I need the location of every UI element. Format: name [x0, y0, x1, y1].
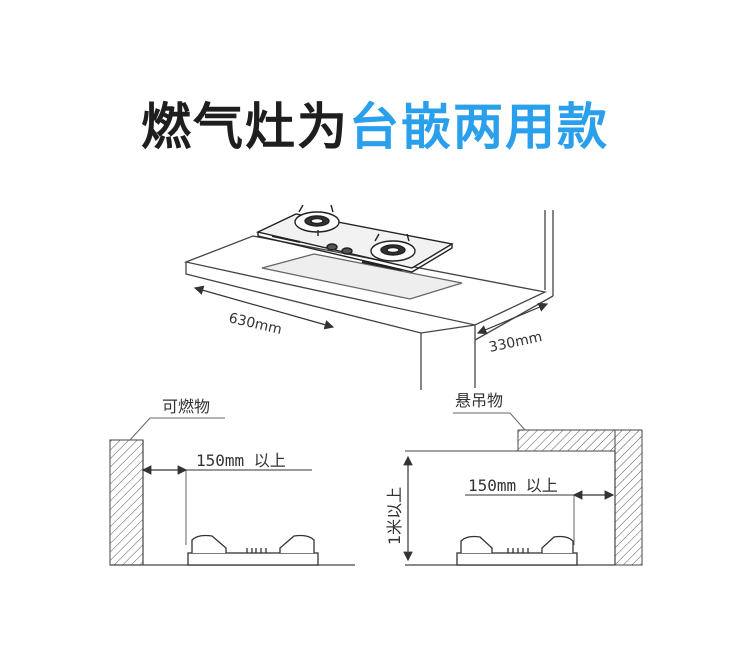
width-dimension: 630mm	[193, 285, 335, 338]
gas-stove-side-icon-right	[456, 535, 578, 566]
hanging-clearance-diagram: 悬吊物 1米以上 150mm 以上	[385, 391, 643, 566]
hanging-object	[517, 429, 616, 452]
gas-stove-top-view	[255, 204, 454, 273]
hanging-clearance-label: 150mm 以上	[468, 476, 558, 495]
page-title: 燃气灶为台嵌两用款	[0, 92, 750, 162]
right-burner-icon	[370, 233, 416, 262]
width-label: 630mm	[227, 310, 283, 338]
right-wall	[614, 429, 643, 566]
depth-dimension: 330mm	[476, 302, 549, 356]
gas-stove-side-icon	[187, 534, 319, 566]
title-part-dark: 燃气灶为	[141, 98, 349, 156]
combustible-clearance-diagram: 可燃物 150mm 以上	[109, 397, 355, 566]
left-burner-icon	[294, 204, 340, 236]
combustible-clearance-label: 150mm 以上	[196, 451, 286, 470]
height-label: 1米以上	[385, 487, 404, 545]
title-part-highlight: 台嵌两用款	[349, 98, 609, 156]
right-knob-icon	[341, 247, 353, 255]
left-knob-icon	[326, 243, 338, 251]
depth-label: 330mm	[488, 329, 544, 356]
hanging-label: 悬吊物	[455, 391, 503, 410]
combustible-wall	[109, 439, 144, 566]
combustible-label: 可燃物	[162, 397, 210, 416]
